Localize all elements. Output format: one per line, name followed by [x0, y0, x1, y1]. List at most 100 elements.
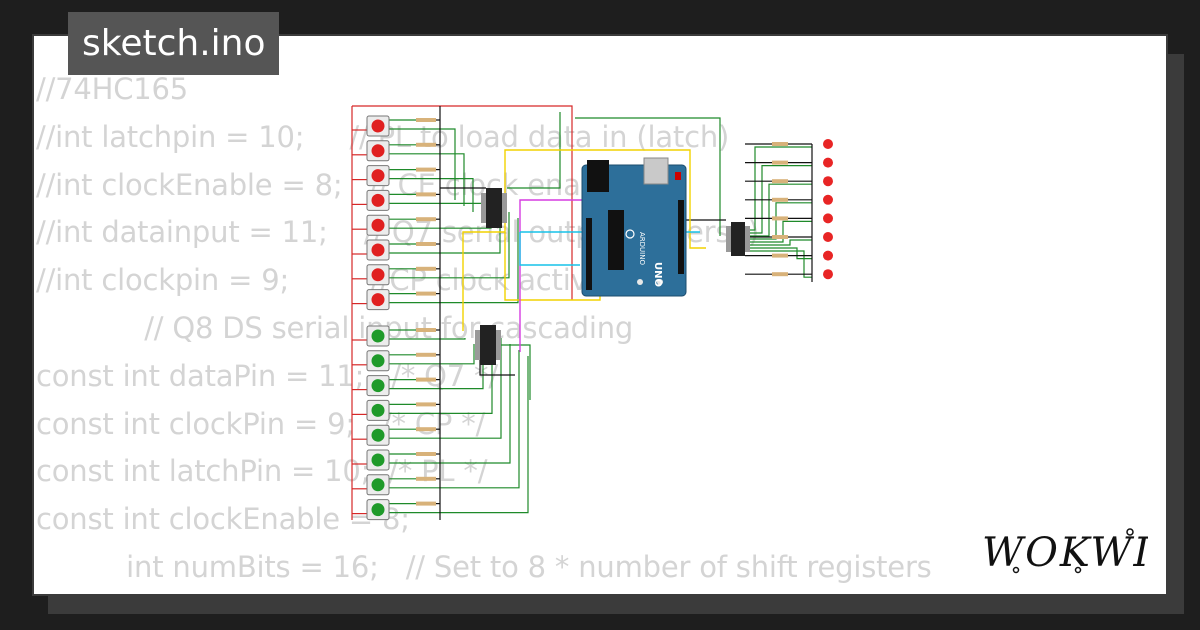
resistor [772, 142, 788, 146]
red-button-cap [371, 169, 385, 183]
green-button-cap [371, 503, 385, 517]
resistor [416, 501, 436, 506]
preview-card [32, 34, 1168, 596]
resistor [416, 476, 436, 481]
logo-dot-icon [1126, 528, 1134, 536]
resistor [772, 272, 788, 277]
red-button-cap [371, 119, 385, 133]
red-button-cap [371, 218, 385, 232]
led [823, 157, 833, 168]
cyan-wire [519, 232, 580, 266]
green-button-cap [371, 453, 385, 467]
red-button-cap [371, 243, 385, 257]
resistor [416, 118, 436, 122]
green-button-cap [371, 379, 385, 393]
green-wire [575, 117, 721, 236]
board-model-label: UNO [652, 262, 663, 287]
green-wire [389, 212, 510, 279]
green-wire [389, 350, 520, 489]
resistor [772, 253, 788, 258]
shift-register-chip [726, 222, 750, 256]
wokwi-logo: WOKWI [982, 528, 1148, 576]
project-title-tag: sketch.ino [68, 12, 280, 75]
resistor [772, 235, 788, 239]
resistor [416, 377, 436, 382]
green-button-cap [371, 478, 385, 492]
green-wire [389, 202, 483, 218]
green-button-cap [371, 428, 385, 442]
resistor [416, 352, 436, 357]
red-wire [352, 105, 573, 300]
resistor [416, 328, 436, 332]
wokwi-logo-text: WOKWI [982, 530, 1148, 576]
resistor [416, 266, 436, 271]
resistor [772, 160, 788, 165]
code-line: const int latchPin = 10; /* PL */ [36, 454, 488, 489]
green-wire [389, 218, 519, 304]
red-button-cap [371, 144, 385, 158]
resistor [772, 216, 788, 221]
resistor [416, 291, 436, 296]
green-wire [750, 146, 812, 231]
resistor [416, 452, 436, 456]
arduino-logo-icon [625, 229, 635, 239]
code-line: //74HC165 [36, 72, 189, 106]
green-wire [389, 356, 529, 514]
red-wires [351, 105, 573, 520]
green-button-cap [371, 403, 385, 417]
resistor [772, 197, 788, 202]
green-wire [750, 183, 812, 237]
pushbutton-column [366, 115, 390, 521]
green-wire [389, 344, 475, 365]
green-wire [389, 338, 466, 340]
green-wire [750, 202, 812, 240]
led [823, 250, 833, 261]
green-wire [507, 112, 561, 189]
led [823, 194, 833, 205]
green-wire [389, 338, 502, 439]
green-button-cap [371, 354, 385, 368]
shift-register-chip [481, 188, 507, 228]
led [823, 269, 833, 280]
logo-dot-icon [1012, 566, 1020, 574]
green-wire [496, 344, 531, 400]
shift-register-chip [475, 325, 501, 365]
resistor [416, 167, 436, 172]
led-column [823, 139, 833, 280]
code-background: //74HC165 //int latchpin = 10; // PL to l… [36, 66, 932, 592]
green-wire [389, 153, 465, 206]
resistor [416, 402, 436, 407]
green-wire [389, 344, 511, 464]
yellow-wire [462, 149, 706, 331]
resistor [416, 242, 436, 246]
resistor [772, 179, 788, 184]
code-line: //int latchpin = 10; // PL to load data … [36, 119, 730, 154]
code-line: const int dataPin = 11; /* Q7 */ [36, 358, 498, 393]
led [823, 139, 833, 149]
green-button-cap [371, 329, 385, 343]
code-line: const int clockPin = 9; /* CP */ [36, 406, 486, 441]
resistor [416, 142, 436, 147]
led [823, 176, 833, 187]
red-button-cap [371, 293, 385, 307]
resistor-column [416, 118, 788, 506]
green-wire [750, 250, 812, 278]
led [823, 213, 833, 224]
green-wire [750, 220, 812, 243]
led [823, 232, 833, 242]
green-wire [389, 128, 456, 200]
red-button-cap [371, 268, 385, 282]
logo-dot-icon [1074, 566, 1082, 574]
green-wire [389, 178, 474, 212]
resistor [416, 192, 436, 197]
code-line: // Q8 DS serial input for cascading [36, 310, 634, 345]
green-wire [750, 239, 812, 246]
code-line: const int clockEnable = 8; [36, 502, 410, 537]
resistor [416, 427, 436, 432]
resistor [416, 217, 436, 222]
arduino-uno-board: ARDUINO UNO [581, 157, 687, 297]
code-line: int numBits = 16; // Set to 8 * number o… [36, 549, 932, 584]
red-button-cap [371, 193, 385, 207]
board-brand-label: ARDUINO [638, 232, 646, 265]
